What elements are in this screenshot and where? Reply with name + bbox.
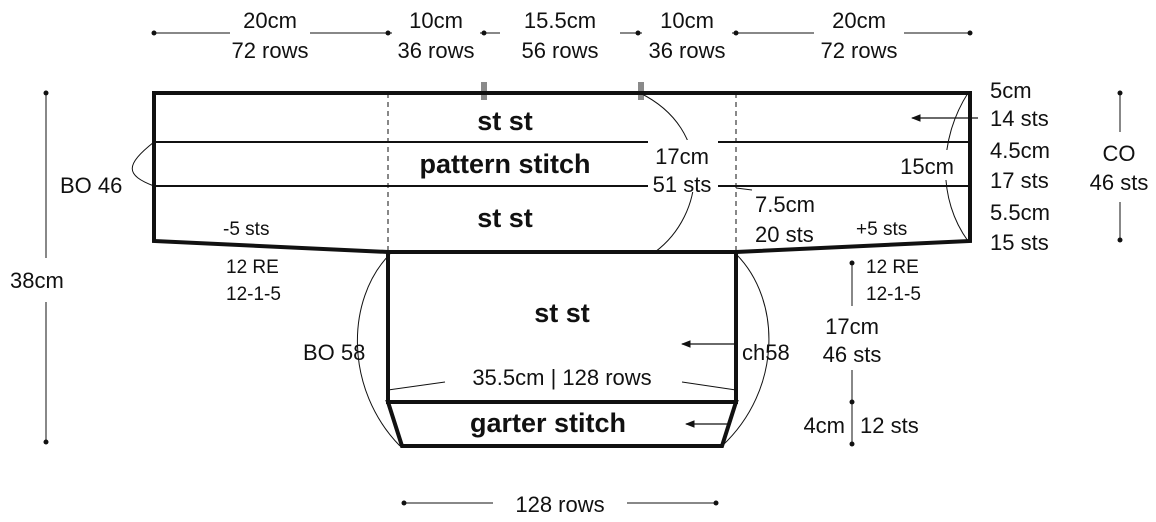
- left-re-2: 12-1-5: [226, 284, 281, 305]
- band-label-middle: pattern stitch: [419, 149, 590, 179]
- co-label: CO: [1103, 141, 1136, 166]
- top-dim-5-rows: 72 rows: [820, 38, 897, 63]
- top-dim-2-rows: 36 rows: [397, 38, 474, 63]
- top-dim-2-cm: 10cm: [409, 8, 463, 33]
- body-ch: ch58: [742, 340, 790, 365]
- bo-left-arc: [132, 141, 155, 187]
- bottom-rows: 128 rows: [515, 492, 604, 517]
- right-h3-cm: 5.5cm: [990, 200, 1050, 225]
- body-right-arc: [721, 253, 770, 447]
- right-h1-sts: 14 sts: [990, 106, 1049, 131]
- top-dim-5-cm: 20cm: [832, 8, 886, 33]
- body-left-arc: [357, 253, 401, 447]
- total-height-line: [43, 90, 49, 445]
- neck-cm: 17cm: [655, 144, 709, 169]
- shoulder-cm: 7.5cm: [755, 192, 815, 217]
- garter-label: garter stitch: [470, 408, 626, 438]
- body-height-line: [849, 260, 855, 447]
- body-width-line: [387, 381, 737, 391]
- right-increase: +5 sts: [856, 219, 907, 240]
- garter-cm: 4cm: [803, 413, 845, 438]
- garter-outline: [385, 400, 739, 448]
- top-dim-1-rows: 72 rows: [231, 38, 308, 63]
- total-height: 38cm: [10, 268, 64, 293]
- right-re: 12 RE: [866, 257, 919, 278]
- right-total: 15cm: [900, 154, 954, 179]
- top-dim-3-rows: 56 rows: [521, 38, 598, 63]
- right-h2-sts: 17 sts: [990, 168, 1049, 193]
- neck-sts: 51 sts: [653, 172, 712, 197]
- top-dim-4-rows: 36 rows: [648, 38, 725, 63]
- body-height-cm: 17cm: [825, 314, 879, 339]
- body-label: st st: [534, 298, 590, 328]
- right-h2-cm: 4.5cm: [990, 138, 1050, 163]
- body-width: 35.5cm | 128 rows: [472, 365, 651, 390]
- right-h3-sts: 15 sts: [990, 230, 1049, 255]
- shoulder-leader: [735, 187, 753, 191]
- body-height-sts: 46 sts: [823, 342, 882, 367]
- shoulder-sts: 20 sts: [755, 222, 814, 247]
- bottom-rows-line: [401, 500, 719, 506]
- left-decrease: -5 sts: [223, 219, 269, 240]
- top-dim-4-cm: 10cm: [660, 8, 714, 33]
- top-dim-3-cm: 15.5cm: [524, 8, 596, 33]
- bind-off-left: BO 46: [60, 173, 122, 198]
- right-re-2: 12-1-5: [866, 284, 921, 305]
- top-dim-1-cm: 20cm: [243, 8, 297, 33]
- band-label-bottom: st st: [477, 203, 533, 233]
- right-h1-cm: 5cm: [990, 78, 1032, 103]
- body-bo: BO 58: [303, 340, 365, 365]
- co-dimension-line: [1117, 90, 1123, 243]
- co-sts: 46 sts: [1090, 170, 1149, 195]
- garter-sts: 12 sts: [860, 413, 919, 438]
- band-label-top: st st: [477, 106, 533, 136]
- left-re: 12 RE: [226, 257, 279, 278]
